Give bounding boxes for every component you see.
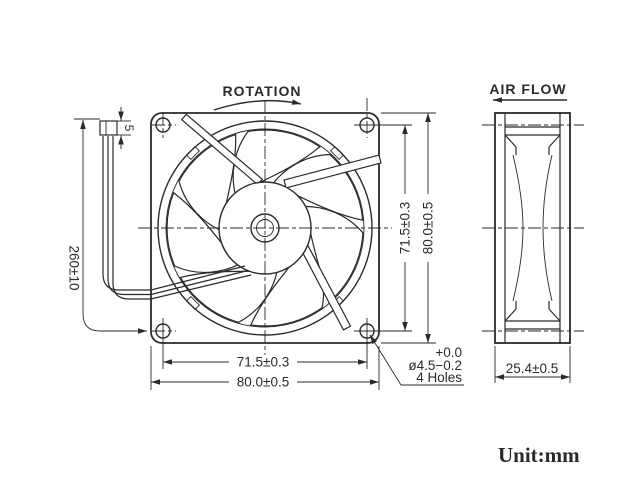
air-flow-label: AIR FLOW [489,81,566,97]
dim-depth: 25.4±0.5 [506,361,558,376]
side-centerlines [482,124,584,332]
wire-connector [99,120,118,136]
dim-line-lead-length [80,120,147,334]
dim-lead-length: 260±10 [67,246,82,291]
rotation-label: ROTATION [222,83,301,99]
extension-lines [74,112,436,390]
frame-struts [180,113,382,331]
dim-hole-pitch-vertical: 71.5±0.3 [398,202,413,254]
front-view: 71.5±0.3 80.0±0.5 71.5±0.3 80.0±0.5 260±… [67,83,464,390]
dim-lead-end: 5 [122,125,136,132]
dim-frame-width: 80.0±0.5 [237,375,289,390]
hole-callout-tolerance-upper: +0.0 [435,345,462,360]
unit-label: Unit:mm [498,443,580,467]
rotation-arrow-icon [213,99,302,111]
centerlines [138,98,392,357]
side-view: AIR FLOW 25.4±0.5 [482,81,584,383]
dim-frame-height: 80.0±0.5 [421,202,436,254]
dim-hole-pitch-horizontal: 71.5±0.3 [237,355,289,370]
hole-callout-leader [369,334,402,386]
hole-callout-count: 4 Holes [416,370,462,385]
hole-callout-diameter: ø4.5−0.2 [408,358,462,373]
